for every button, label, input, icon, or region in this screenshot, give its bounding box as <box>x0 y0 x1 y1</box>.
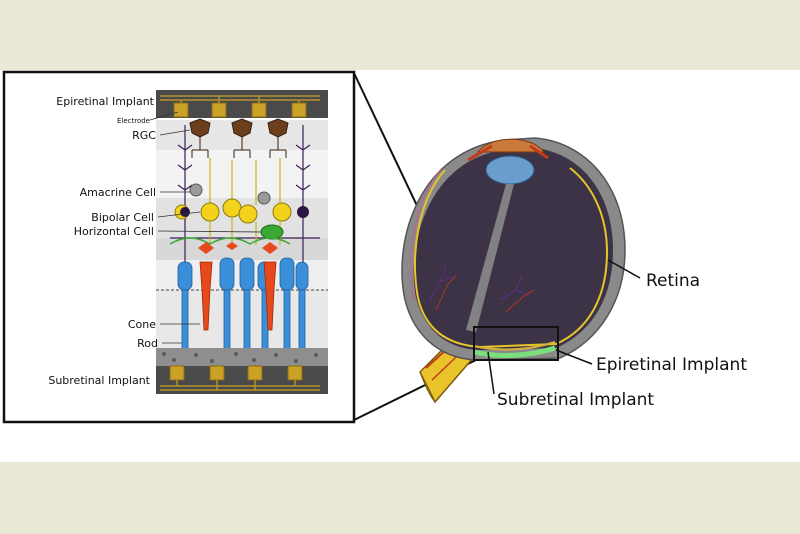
subretinal-implant-bottom <box>156 365 328 394</box>
label-cone: Cone <box>128 318 156 331</box>
horizontal-cell <box>169 224 291 245</box>
vitreous <box>413 148 613 350</box>
label-epiretinal-implant-right: Epiretinal Implant <box>596 355 747 375</box>
light-path <box>466 184 514 332</box>
lens <box>485 155 535 185</box>
rgc-cells <box>189 118 289 158</box>
pigment-epithelium <box>156 348 328 366</box>
label-subretinal-implant-left: Subretinal Implant <box>48 374 150 387</box>
rod-cells <box>177 257 309 359</box>
label-rgc: RGC <box>132 129 156 142</box>
label-retina: Retina <box>646 271 700 291</box>
leader-lines-left <box>149 111 263 344</box>
label-horizontal-cell: Horizontal Cell <box>74 225 154 238</box>
dark-neuron-bodies <box>180 206 309 218</box>
amacrine-cells <box>189 183 271 205</box>
epiretinal-implant-top <box>156 90 328 118</box>
label-rod: Rod <box>137 337 158 350</box>
leader-lines-right <box>487 259 641 395</box>
cone-cells <box>199 261 277 331</box>
zoom-rectangle <box>473 326 559 361</box>
photoreceptors <box>177 242 309 359</box>
eye-cross-section <box>401 137 626 404</box>
label-electrode: Electrode <box>117 117 150 125</box>
bipolar-processes <box>209 158 281 245</box>
label-amacrine-cell: Amacrine Cell <box>80 186 156 199</box>
bipolar-cells <box>174 198 292 224</box>
label-subretinal-implant-right: Subretinal Implant <box>497 390 654 410</box>
epiretinal-implant-eye <box>473 345 556 358</box>
label-bipolar-cell: Bipolar Cell <box>91 211 154 224</box>
label-epiretinal-implant-top: Epiretinal Implant <box>56 95 154 108</box>
cone-terminals <box>198 242 278 254</box>
